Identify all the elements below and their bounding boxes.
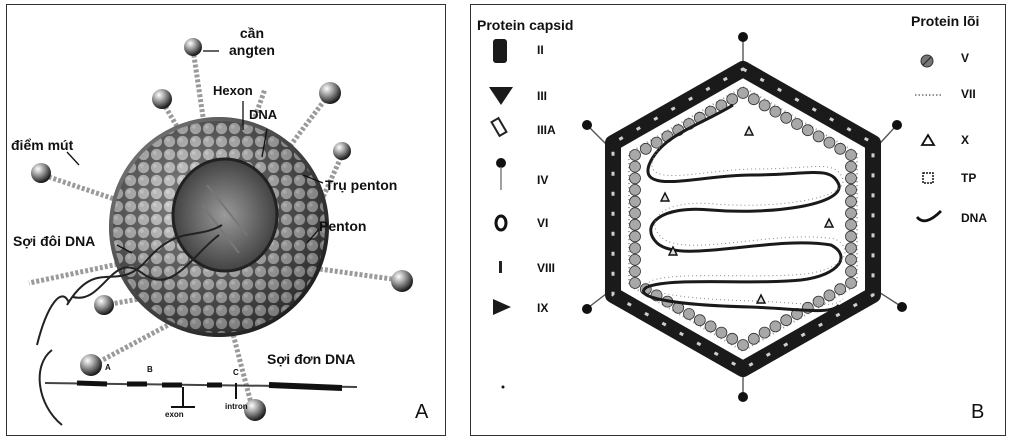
core-bead [684,309,695,320]
core-bead [630,208,641,219]
core-bead [846,184,857,195]
core-bead [835,143,846,154]
core-bead [748,333,759,344]
adenovirus-3d-illustration [7,5,446,436]
core-bead [846,161,857,172]
down-triangle-icon [489,87,513,105]
label-gene-a: A [105,363,111,372]
panel-letter-b: B [971,401,984,424]
label-exon: exon [165,410,184,419]
fiber-pin-icon [496,158,506,190]
core-bead [759,327,770,338]
capsid-legend-label-3: IV [537,173,548,187]
core-legend-label-4: DNA [961,211,987,225]
label-hexon: Hexon [213,83,253,98]
panel-a: cần angten Hexon DNA điểm mút Trụ penton… [6,4,446,436]
capsid-legend-label-0: II [537,43,544,57]
label-gene-c: C [233,368,239,377]
core-bead [738,88,749,99]
panel-letter-a: A [415,401,428,424]
core-bead [738,340,749,351]
core-legend-label-0: V [961,51,969,65]
label-ss-dna: Sợi đơn DNA [267,351,355,367]
core-bead [727,333,738,344]
capsid-legend-label-2: IIIA [537,123,556,137]
core-bead [781,315,792,326]
capsid-legend-label-6: IX [537,301,548,315]
core-bead [630,196,641,207]
label-penton-base: Trụ penton [325,177,397,193]
label-intron: intron [225,402,248,411]
core-bead [630,150,641,161]
core-legend-label-2: X [961,133,969,147]
capsid-legend-label-1: III [537,89,547,103]
capsid-shell [613,69,873,369]
label-dna: DNA [249,107,277,122]
outline-square-icon [923,173,933,183]
core-bead [630,266,641,277]
core-bead [846,208,857,219]
core-bead [630,173,641,184]
core-bead [846,231,857,242]
curve-icon [917,211,941,221]
tilted-rect-icon [492,118,507,136]
core-bead [813,131,824,142]
core-bead [835,284,846,295]
core-bead [846,150,857,161]
dark-rect-icon [493,39,507,63]
core-bead [630,278,641,289]
core-bead [770,106,781,117]
label-penton: Penton [319,218,366,234]
core-bead [630,254,641,265]
core-bead [846,173,857,184]
core-bead [846,219,857,230]
core-bead [630,219,641,230]
core-bead [630,161,641,172]
panel-b: Protein capsid Protein lõi [470,4,1006,436]
core-bead [846,266,857,277]
core-bead [705,321,716,332]
outline-triangle-icon [922,135,934,145]
label-gene-b: B [147,365,153,374]
core-bead [630,184,641,195]
core-bead [846,196,857,207]
core-bead [640,143,651,154]
core-legend-label-1: VII [961,87,976,101]
right-triangle-icon [493,299,511,315]
core-bead [802,125,813,136]
core-bead [694,315,705,326]
core-bead [792,119,803,130]
core-bead [630,231,641,242]
core-bead [770,321,781,332]
core-bead [824,290,835,301]
core-bead [759,100,770,111]
core-bead [846,254,857,265]
label-antenna: cần angten [229,25,275,59]
core-bead [846,243,857,254]
core-bead [716,327,727,338]
capsid-legend-label-5: VIII [537,261,555,275]
capsid-legend-label-4: VI [537,216,548,230]
ring-icon [496,216,506,230]
core-bead [824,137,835,148]
core-bead [781,112,792,123]
small-bar-icon [499,261,502,273]
core-bead [630,243,641,254]
capsid-diagram [471,5,1006,436]
core-bead [813,296,824,307]
core-bead [748,94,759,105]
core-bead [846,278,857,289]
label-ds-dna: Sợi đôi DNA [13,233,95,249]
label-tip: điểm mút [11,137,73,153]
core-legend-label-3: TP [961,171,976,185]
ss-dna-strand [45,383,357,407]
